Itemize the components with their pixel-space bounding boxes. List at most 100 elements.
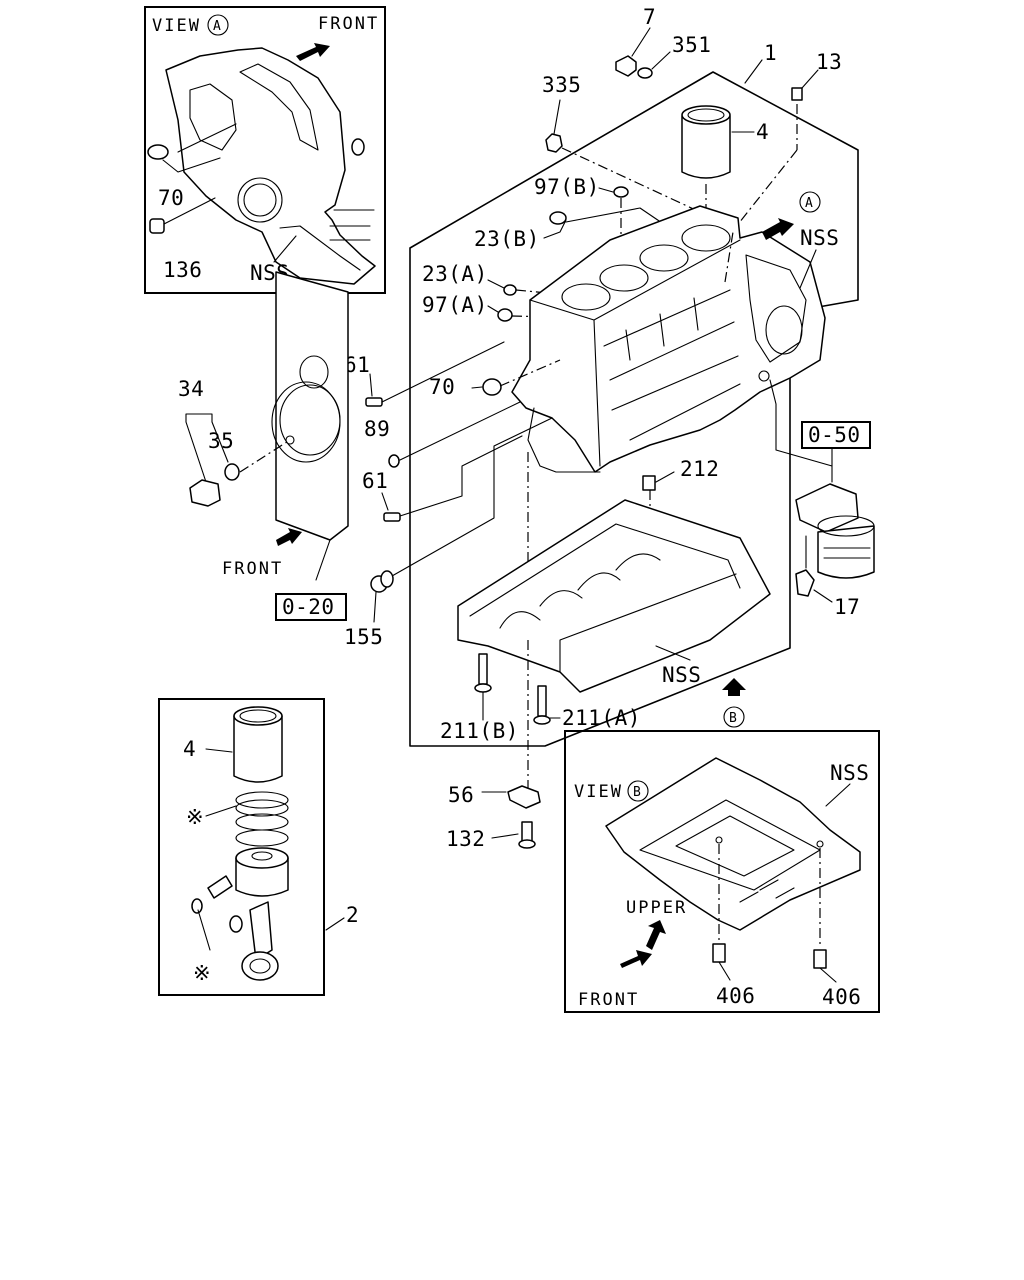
conrod-bushing [229,915,243,933]
snap-ring [191,898,203,914]
kit-star-1: ※ [186,805,204,829]
block-side-webs [625,297,699,361]
callout-13-leader [801,69,819,89]
callout-35-leader [211,421,229,463]
callout-7-leader [631,27,651,57]
callout-211b: 211(B) [440,719,519,743]
pin-61-lower [383,512,401,522]
plug-335-centerline [561,147,701,213]
bracket-56 [507,785,541,809]
ref-020: 0-20 [282,595,335,619]
piston-bowl [251,851,273,861]
plug-406b [813,949,827,969]
bedplate-lower-edge [559,573,737,673]
bolt-211b-head [474,683,492,693]
ref-050: 0-50 [808,423,861,447]
callout-97b-leader [598,187,614,193]
plug-335 [545,133,563,153]
view-b-title: VIEW [574,782,623,802]
view-a-frame [144,6,386,294]
bolt-132 [521,821,533,843]
view-b-front-label: FRONT [578,990,639,1010]
bolt-7 [615,55,637,77]
callout-212-leader [655,471,675,483]
callout-97b: 97(B) [534,175,600,199]
pin-parts-leader [197,909,211,951]
callout-132: 132 [446,827,485,851]
bedplate-top-edge [469,523,741,617]
callout-nss-top: NSS [800,226,839,250]
rings-leader [205,805,237,817]
connecting-rod-bore [249,958,271,974]
block-oil-port [758,370,770,382]
cylinder-block [511,205,826,473]
block-bore-3 [639,244,689,272]
callout-nss-lower: NSS [662,663,701,687]
callout-89: 89 [364,417,390,441]
oil-filter-ribs [823,547,871,559]
callout-56: 56 [448,783,474,807]
callout-17-leader [813,589,833,603]
callout-406b-leader [819,967,837,983]
pin-61-upper-guide [381,341,505,403]
cylinder-liner-4 [681,115,731,179]
callout-1: 1 [764,41,777,65]
front-arrow-icon [276,528,302,546]
view-a-front-label: FRONT [318,14,379,34]
oil-pan-fins [739,879,795,903]
kit-liner-4-bore [239,709,277,723]
nss-lower-leader [655,645,691,661]
nss-top-leader [799,249,817,289]
kit-callout-4: 4 [183,737,196,761]
pin-89-guide [399,401,521,461]
plug-212 [642,475,656,491]
piston-pin [207,875,233,899]
callout-211a: 211(A) [562,706,641,730]
timing-case-rib [239,63,319,151]
view-a-plug-136-leader [163,197,216,225]
front-plate [275,271,349,541]
timing-case-bore-inner [243,183,277,217]
connecting-rod [249,901,273,961]
callout-34-leader [185,421,207,483]
callout-351: 351 [672,33,711,57]
view-a-direction-arrow-icon [762,218,794,240]
view-b-marker-circle [627,780,649,802]
callout-335-leader [553,99,561,135]
pin-61-lower-guide [399,435,523,517]
connecting-rod-big-end [241,951,279,981]
callout-97a: 97(A) [422,293,488,317]
oil-pressure-switch-17 [795,569,815,597]
plug-23b [549,211,567,225]
timing-case-bore [237,177,283,223]
callout-212: 212 [680,457,719,481]
ref-020-box [275,593,347,621]
block-rear-bore [765,305,803,355]
view-a-inset: VIEW A FRONT 70 136 NSS [144,6,386,294]
drain-hole-a [715,836,723,844]
front-plate-bore-small [299,355,329,389]
view-a-marker-circle [207,14,229,36]
front-plate-hole [285,435,295,445]
kit-star-2: ※ [193,961,211,985]
timing-case-pocket [189,83,237,151]
marker-a-circle [799,191,821,213]
block-bore-1 [561,283,611,311]
callout-4: 4 [756,120,769,144]
callout-23b: 23(B) [474,227,540,251]
piston-kit-inset: 4 ※ ※ 2 [158,698,359,996]
callout-7: 7 [643,5,656,29]
view-a-nss-leader [273,235,297,263]
block-side-ribs [603,289,741,441]
front-plate-bore-large-inner [279,384,341,456]
plug-406a [712,943,726,963]
view-a-callout-136: 136 [163,258,202,282]
plug-34 [189,479,221,507]
ref-020-leader [315,539,331,581]
callout-406a-leader [718,961,731,981]
piston [235,857,289,897]
piston-ring-1 [235,791,289,809]
block-lower-front [527,407,601,473]
view-a-plug-136 [149,218,165,234]
